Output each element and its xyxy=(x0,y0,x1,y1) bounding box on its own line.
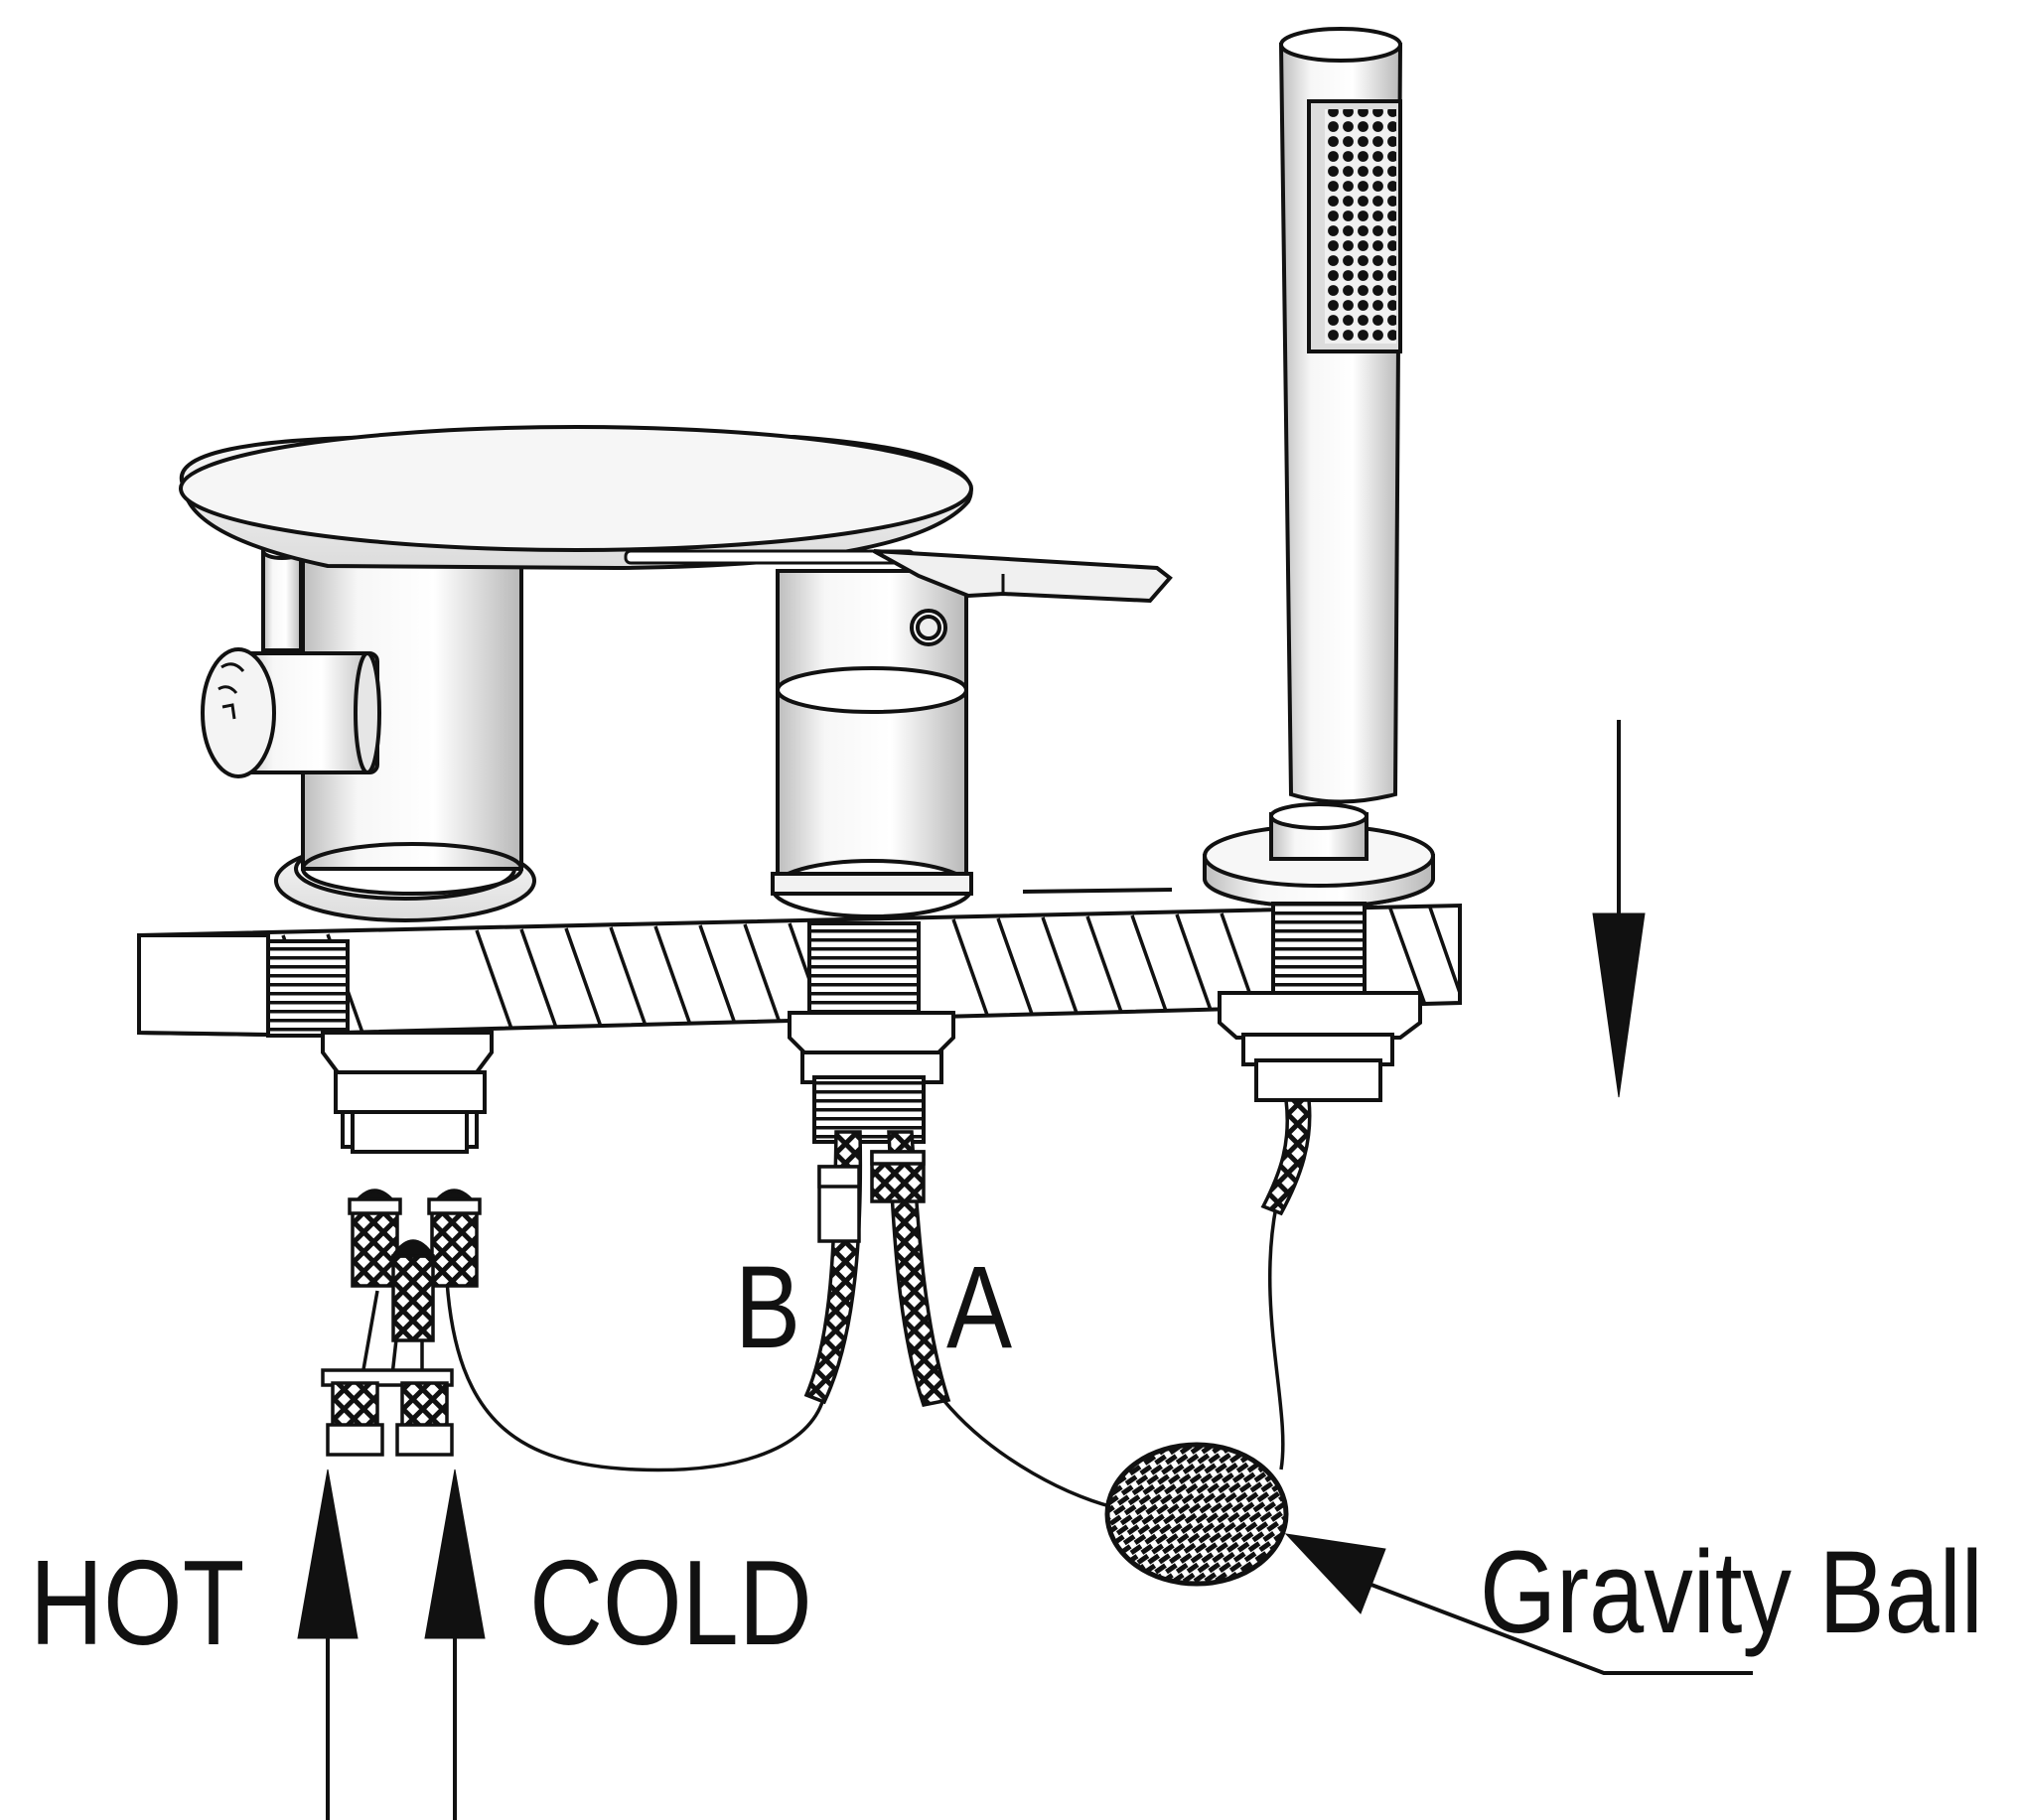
mixer-valve-body xyxy=(266,549,536,1154)
gravity-ball-label: Gravity Ball xyxy=(1480,1527,1983,1658)
braided-hose-a xyxy=(870,1130,951,1408)
braided-hose-b xyxy=(803,1130,863,1405)
hot-cold-inlet-tails xyxy=(321,1189,482,1457)
flow-arrows xyxy=(297,720,1753,1820)
spout-cylinder xyxy=(771,569,973,1144)
hose-b-label: B xyxy=(735,1242,801,1373)
waterfall-spout-disc xyxy=(179,425,973,571)
handshower-holder xyxy=(1203,802,1435,1102)
diverter-knob xyxy=(201,542,381,778)
cold-label: COLD xyxy=(529,1535,812,1670)
hose-a-label: A xyxy=(946,1242,1013,1373)
supply-hoses xyxy=(360,1205,1285,1511)
braided-hose-shower xyxy=(1260,1098,1312,1216)
gravity-ball xyxy=(1104,1442,1289,1587)
hot-label: HOT xyxy=(30,1535,245,1670)
mixer-lever-handle xyxy=(873,549,1173,604)
countertop-deck xyxy=(137,888,1462,1038)
hand-shower-wand xyxy=(1278,27,1403,804)
